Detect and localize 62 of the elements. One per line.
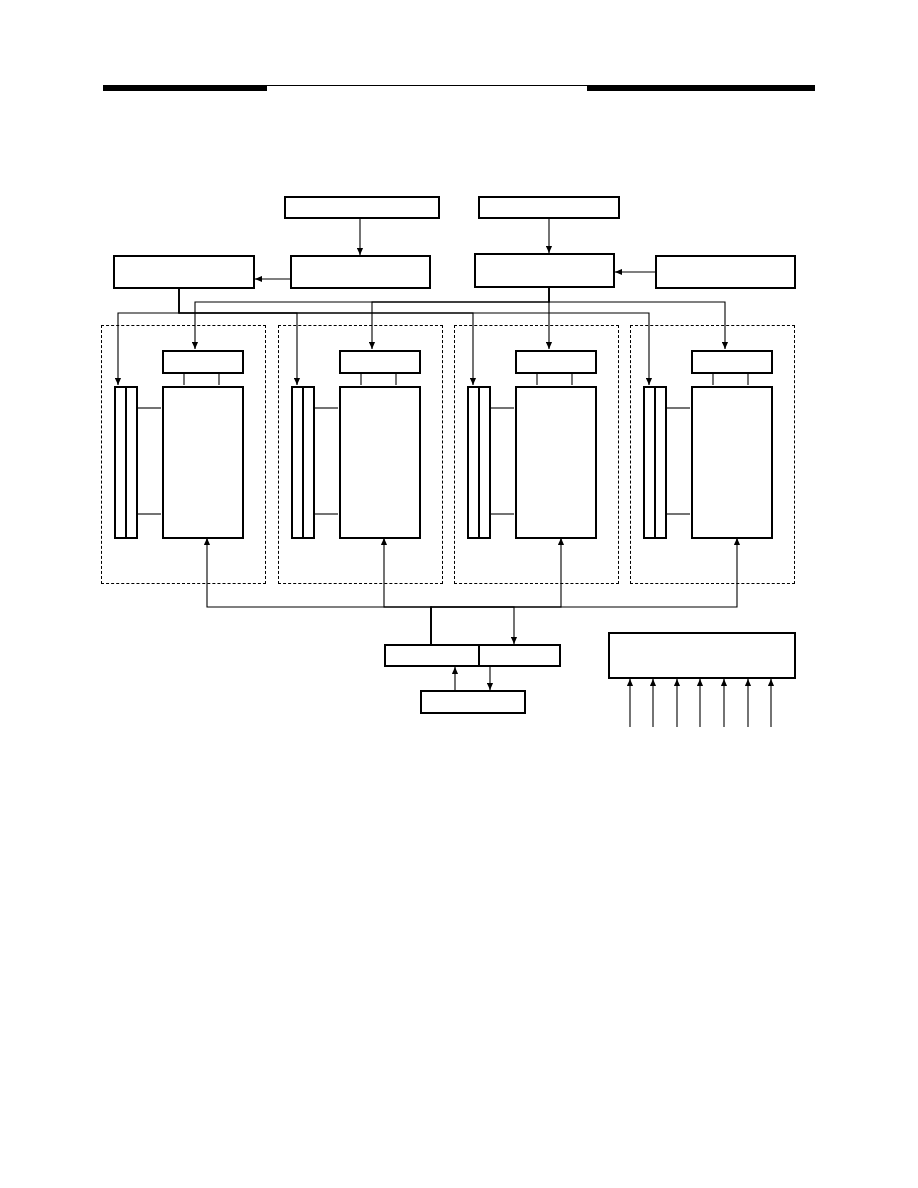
arrow — [254, 275, 291, 283]
tall-block-box — [515, 386, 597, 539]
connector-line — [665, 407, 691, 409]
connector-line — [747, 372, 749, 386]
block-box — [113, 255, 255, 289]
arrow — [673, 678, 681, 728]
connector-line — [136, 407, 162, 409]
arrow — [696, 678, 704, 728]
connector-line — [489, 513, 515, 515]
tall-block-box — [691, 386, 773, 539]
dashed-group-box — [630, 325, 795, 584]
tall-block-box — [339, 386, 421, 539]
arrow — [744, 678, 752, 728]
dashed-group-box — [278, 325, 443, 584]
split-box-half — [478, 644, 561, 667]
narrow-column-box — [291, 386, 304, 539]
connector-line — [712, 372, 714, 386]
connector-line — [313, 407, 339, 409]
connector-line — [536, 372, 538, 386]
block-box — [478, 196, 620, 219]
split-box-half — [384, 644, 480, 667]
connector-line — [313, 513, 339, 515]
block-box — [515, 350, 597, 374]
arrow — [486, 666, 494, 691]
connector-line — [489, 407, 515, 409]
narrow-column-box — [654, 386, 667, 539]
arrow — [430, 606, 518, 645]
arrow — [767, 678, 775, 728]
arrow — [720, 678, 728, 728]
block-box — [284, 196, 440, 219]
dashed-group-box — [101, 325, 266, 584]
connector-line — [571, 372, 573, 386]
connector-line — [218, 372, 220, 386]
block-box — [162, 350, 244, 374]
connector-line — [136, 513, 162, 515]
dashed-group-box — [454, 325, 619, 584]
arrow — [451, 666, 459, 691]
arrow — [649, 678, 657, 728]
connector-line — [360, 372, 362, 386]
connector-line — [395, 372, 397, 386]
tall-block-box — [162, 386, 244, 539]
arrow — [178, 288, 653, 386]
block-box — [655, 255, 796, 289]
arrow — [545, 218, 553, 254]
narrow-column-box — [467, 386, 480, 539]
narrow-column-box — [114, 386, 127, 539]
block-box — [339, 350, 421, 374]
connector-line — [665, 513, 691, 515]
arrow — [356, 218, 364, 256]
narrow-column-box — [643, 386, 656, 539]
narrow-column-box — [302, 386, 315, 539]
narrow-column-box — [478, 386, 491, 539]
arrow — [614, 268, 656, 276]
block-box — [420, 690, 526, 714]
block-box — [691, 350, 773, 374]
arrow — [626, 678, 634, 728]
connector-line — [183, 372, 185, 386]
block-box — [474, 253, 615, 288]
block-box — [290, 255, 431, 289]
block-box — [608, 632, 796, 679]
narrow-column-box — [125, 386, 138, 539]
arrow — [548, 287, 729, 350]
